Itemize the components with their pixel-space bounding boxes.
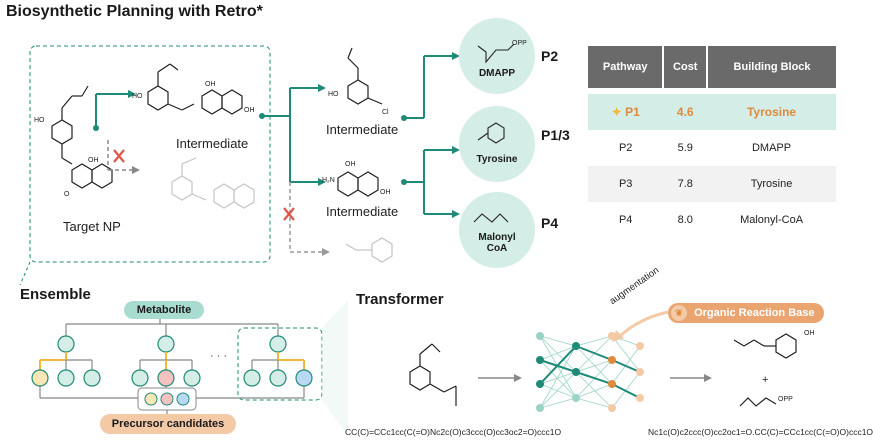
neural-network <box>539 335 641 409</box>
row-cost: 4.6 <box>676 105 694 119</box>
precursor-circle-tyrosine <box>459 106 535 182</box>
precursor-malonyl-name: Malonyl CoA <box>478 232 516 254</box>
svg-text:Cl: Cl <box>382 109 389 116</box>
rejected-tyrosine <box>345 237 393 263</box>
row-cost: 7.8 <box>677 178 693 190</box>
row-block: DMAPP <box>751 142 792 154</box>
rejected-molecule <box>171 157 255 209</box>
transformer-output-molecules <box>733 333 797 407</box>
ensemble-title: Ensemble <box>20 286 91 303</box>
transformer-title: Transformer <box>356 291 444 308</box>
svg-text:OH: OH <box>345 161 356 168</box>
intermediate-molecule-mid2 <box>337 171 379 197</box>
header-pathway: Pathway <box>588 46 665 88</box>
row-pathway: P4 <box>618 214 633 226</box>
intermediate-mid1-label: Intermediate <box>326 122 399 137</box>
pathway-label-p2: P2 <box>541 48 559 64</box>
reject-x-icon <box>113 149 125 163</box>
transformer-input-molecule <box>409 343 457 406</box>
table-row: P3 7.8 Tyrosine <box>588 166 836 202</box>
table-header-row: Pathway Cost Building Block <box>588 46 836 88</box>
target-np-molecule <box>51 85 113 189</box>
organic-reaction-base-pill: ❦ Organic Reaction Base <box>668 303 824 323</box>
table-row: P4 8.0 Malonyl-CoA <box>588 202 836 238</box>
svg-text:HO: HO <box>328 91 339 98</box>
row-block: Malonyl-CoA <box>740 214 804 226</box>
ensemble-ellipsis: · · · <box>210 350 228 362</box>
precursor-candidates-pill: Precursor candidates <box>100 414 236 434</box>
precursor-circle-dmapp <box>459 18 535 94</box>
smiles-output: Nc1c(O)c2ccc(O)cc2oc1=O.CC(C)=CCc1cc(C(=… <box>648 427 873 437</box>
book-icon: ❦ <box>671 305 687 321</box>
precursor-tyrosine-name: Tyrosine <box>476 154 518 165</box>
target-np-label: Target NP <box>63 219 121 234</box>
smiles-input: CC(C)=CCc1cc(C(=O)Nc2c(O)c3ccc(O)cc3oc2=… <box>345 427 562 437</box>
table-row: P2 5.9 DMAPP <box>588 130 836 166</box>
svg-text:OH: OH <box>88 157 99 164</box>
header-building-block: Building Block <box>707 46 836 88</box>
table-row-highlight: ✦ P1 4.6 Tyrosine <box>588 94 836 130</box>
intermediate-molecule-mid1 <box>347 47 383 105</box>
output-oh-label: OH <box>804 330 815 337</box>
target-dashed-box <box>29 45 271 263</box>
pathway-table: Pathway Cost Building Block ✦ P1 4.6 Tyr… <box>588 46 836 238</box>
row-cost: 5.9 <box>677 142 693 154</box>
intermediate-molecule-top <box>147 63 243 115</box>
row-pathway: P2 <box>618 142 633 154</box>
svg-text:OH: OH <box>244 107 255 114</box>
metabolite-pill: Metabolite <box>124 301 204 319</box>
star-icon: ✦ <box>611 105 622 119</box>
row-pathway: P3 <box>618 178 633 190</box>
svg-text:HO: HO <box>34 117 45 124</box>
ensemble-tree <box>31 300 348 436</box>
svg-text:HO: HO <box>132 93 143 100</box>
svg-text:OH: OH <box>380 189 391 196</box>
precursor-dmapp-name: DMAPP <box>478 68 516 79</box>
header-cost: Cost <box>663 46 709 88</box>
svg-text:H₂N: H₂N <box>322 177 335 184</box>
page-title: Biosynthetic Planning with Retro* <box>6 3 263 20</box>
precursor-circle-malonyl <box>459 192 535 268</box>
pathway-label-p13: P1/3 <box>541 127 570 143</box>
row-block: Tyrosine <box>750 178 793 190</box>
reject-x-icon-2 <box>283 207 295 221</box>
svg-text:O: O <box>64 191 70 198</box>
row-pathway: P1 <box>625 105 640 119</box>
svg-text:OH: OH <box>205 81 216 88</box>
precursor-dmapp-sub: OPP <box>512 40 527 47</box>
row-block: Tyrosine <box>746 105 797 119</box>
pathway-table-container: Pathway Cost Building Block ✦ P1 4.6 Tyr… <box>588 46 836 238</box>
output-opp-label: OPP <box>778 396 793 403</box>
intermediate-mid2-label: Intermediate <box>326 204 399 219</box>
pathway-label-p4: P4 <box>541 215 559 231</box>
row-cost: 8.0 <box>677 214 693 226</box>
plus-sign: + <box>762 374 769 386</box>
intermediate-top-label: Intermediate <box>176 136 249 151</box>
